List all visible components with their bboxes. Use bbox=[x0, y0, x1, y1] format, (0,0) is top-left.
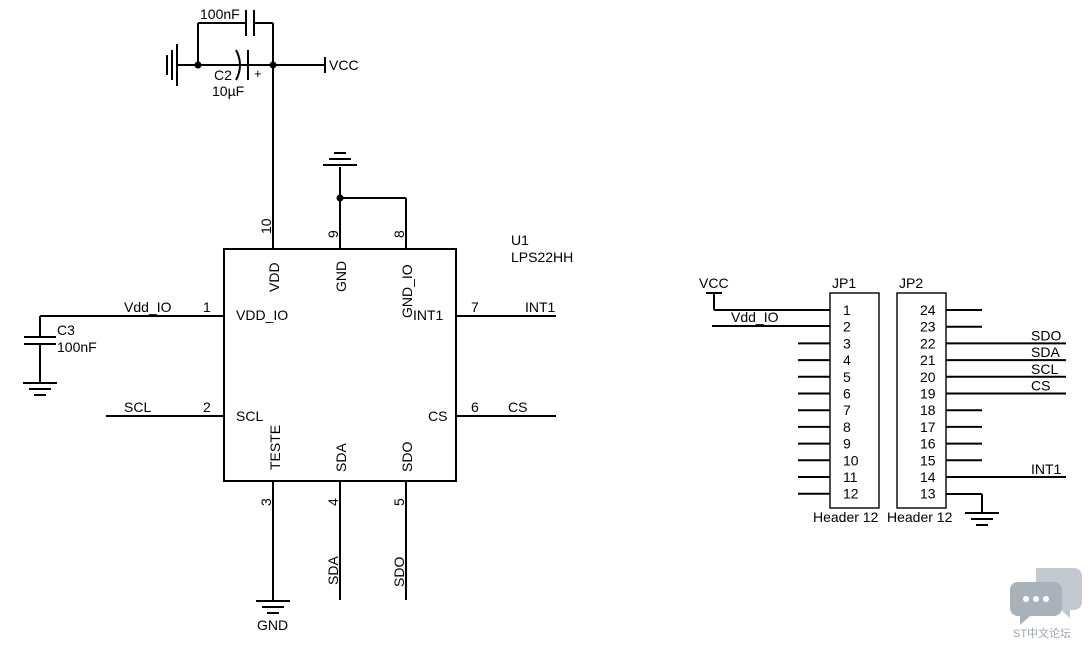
pin-2-name: SCL bbox=[236, 408, 263, 424]
c3-value-label: 100nF bbox=[57, 339, 97, 355]
pin-10-number: 10 bbox=[258, 218, 274, 234]
chip-part-number: LPS22HH bbox=[511, 249, 573, 265]
jp2-pin-number: 13 bbox=[920, 486, 936, 502]
pin-6-name: CS bbox=[428, 408, 447, 424]
jp1-pin-number: 2 bbox=[843, 319, 851, 335]
jp2-pin-number: 16 bbox=[920, 436, 936, 452]
jp1-pin-number: 5 bbox=[843, 369, 851, 385]
c2-value-label: 10µF bbox=[212, 83, 244, 99]
jp2-designator: JP2 bbox=[899, 275, 923, 291]
pin-1-number: 1 bbox=[203, 299, 211, 315]
jp1-pin-number: 8 bbox=[843, 419, 851, 435]
pin-6-net-label: CS bbox=[508, 399, 527, 415]
jp2-net-label: SCL bbox=[1031, 361, 1058, 377]
pin-7-number: 7 bbox=[471, 299, 479, 315]
pin-2-net-label: SCL bbox=[124, 399, 151, 415]
jp2-pin-number: 21 bbox=[920, 352, 936, 368]
jp2-pin-number: 15 bbox=[920, 452, 936, 468]
jp2-pin-number: 24 bbox=[920, 302, 936, 318]
pin-5-name: SDO bbox=[399, 442, 415, 472]
pin-1-net-label: Vdd_IO bbox=[124, 299, 172, 315]
c2-curved-plate bbox=[235, 49, 241, 81]
jp2-pin-number: 18 bbox=[920, 402, 936, 418]
pin-9-name: GND bbox=[333, 261, 349, 292]
pin-4-name: SDA bbox=[333, 443, 349, 472]
chip-u1: U1 LPS22HH Vdd_IO 1 VDD_IO SCL 2 SCL INT… bbox=[106, 152, 573, 633]
pin-8-name: GND_IO bbox=[399, 264, 415, 318]
pin-10-name: VDD bbox=[266, 262, 282, 292]
pin-7-net-label: INT1 bbox=[525, 299, 556, 315]
chat-bubble-icon bbox=[1010, 582, 1062, 625]
jp1-pin-number: 4 bbox=[843, 352, 851, 368]
jp2-pin-number: 22 bbox=[920, 335, 936, 351]
c2-designator-label: C2 bbox=[214, 67, 232, 83]
c2-polarity-mark: + bbox=[254, 66, 262, 81]
sda-net-label: SDA bbox=[325, 556, 341, 585]
jp2-net-label: INT1 bbox=[1031, 461, 1062, 477]
chat-dot bbox=[1033, 596, 1039, 602]
chip-designator: U1 bbox=[511, 232, 529, 248]
pin-6-number: 6 bbox=[471, 399, 479, 415]
jp2-pin-number: 20 bbox=[920, 369, 936, 385]
pin-3-number: 3 bbox=[258, 498, 274, 506]
jp1-pin-number: 3 bbox=[843, 335, 851, 351]
jp2-body bbox=[896, 292, 947, 509]
sdo-net-label: SDO bbox=[391, 557, 407, 587]
jp1-pin-number: 7 bbox=[843, 402, 851, 418]
jp2-net-label: SDO bbox=[1031, 327, 1061, 343]
c1-value-label: 100nF bbox=[200, 6, 240, 22]
jp1-pin-number: 11 bbox=[843, 469, 858, 485]
junction-dot bbox=[194, 61, 202, 69]
jp2-pin-number: 23 bbox=[920, 319, 936, 335]
pin-9-number: 9 bbox=[325, 230, 341, 238]
pin-1-name: VDD_IO bbox=[236, 307, 288, 323]
chat-dot bbox=[1043, 596, 1049, 602]
pin-2-number: 2 bbox=[203, 399, 211, 415]
jp2-pin-number: 17 bbox=[920, 419, 936, 435]
jp1-body bbox=[829, 292, 880, 509]
jp1-designator: JP1 bbox=[832, 275, 856, 291]
vcc-net-label: VCC bbox=[329, 57, 359, 73]
jp1-footer-label: Header 12 bbox=[813, 509, 879, 525]
jp2-footer-label: Header 12 bbox=[887, 509, 953, 525]
jp1-pin-number: 6 bbox=[843, 386, 851, 402]
c3-designator-label: C3 bbox=[57, 322, 75, 338]
pin-4-number: 4 bbox=[325, 498, 341, 506]
jp1-pin-number: 9 bbox=[843, 436, 851, 452]
jp1-pin-number: 12 bbox=[843, 486, 859, 502]
chat-dot bbox=[1023, 596, 1029, 602]
gnd-net-label: GND bbox=[257, 617, 288, 633]
pin-7-name: INT1 bbox=[413, 307, 444, 323]
pin-8-number: 8 bbox=[391, 230, 407, 238]
pin-5-number: 5 bbox=[391, 498, 407, 506]
jp2-net-label: CS bbox=[1031, 378, 1050, 394]
jp2-pin-number: 14 bbox=[920, 469, 936, 485]
jp2-pin-number: 19 bbox=[920, 386, 936, 402]
pin-3-name: TESTE bbox=[267, 425, 283, 470]
c3-capacitor: C3 100nF bbox=[23, 315, 106, 396]
jp1-vcc-label: VCC bbox=[699, 275, 729, 291]
vcc-decoupling-network: 100nF + C2 10µF VCC bbox=[166, 6, 359, 249]
jp1-vddio-label: Vdd_IO bbox=[731, 309, 779, 325]
watermark-text: ST中文论坛 bbox=[1013, 626, 1071, 640]
jp1-pin-number: 10 bbox=[843, 452, 859, 468]
jp1-pin-number: 1 bbox=[843, 302, 851, 318]
forum-watermark: ST中文论坛 bbox=[1010, 568, 1082, 640]
jp2-net-label: SDA bbox=[1031, 344, 1060, 360]
